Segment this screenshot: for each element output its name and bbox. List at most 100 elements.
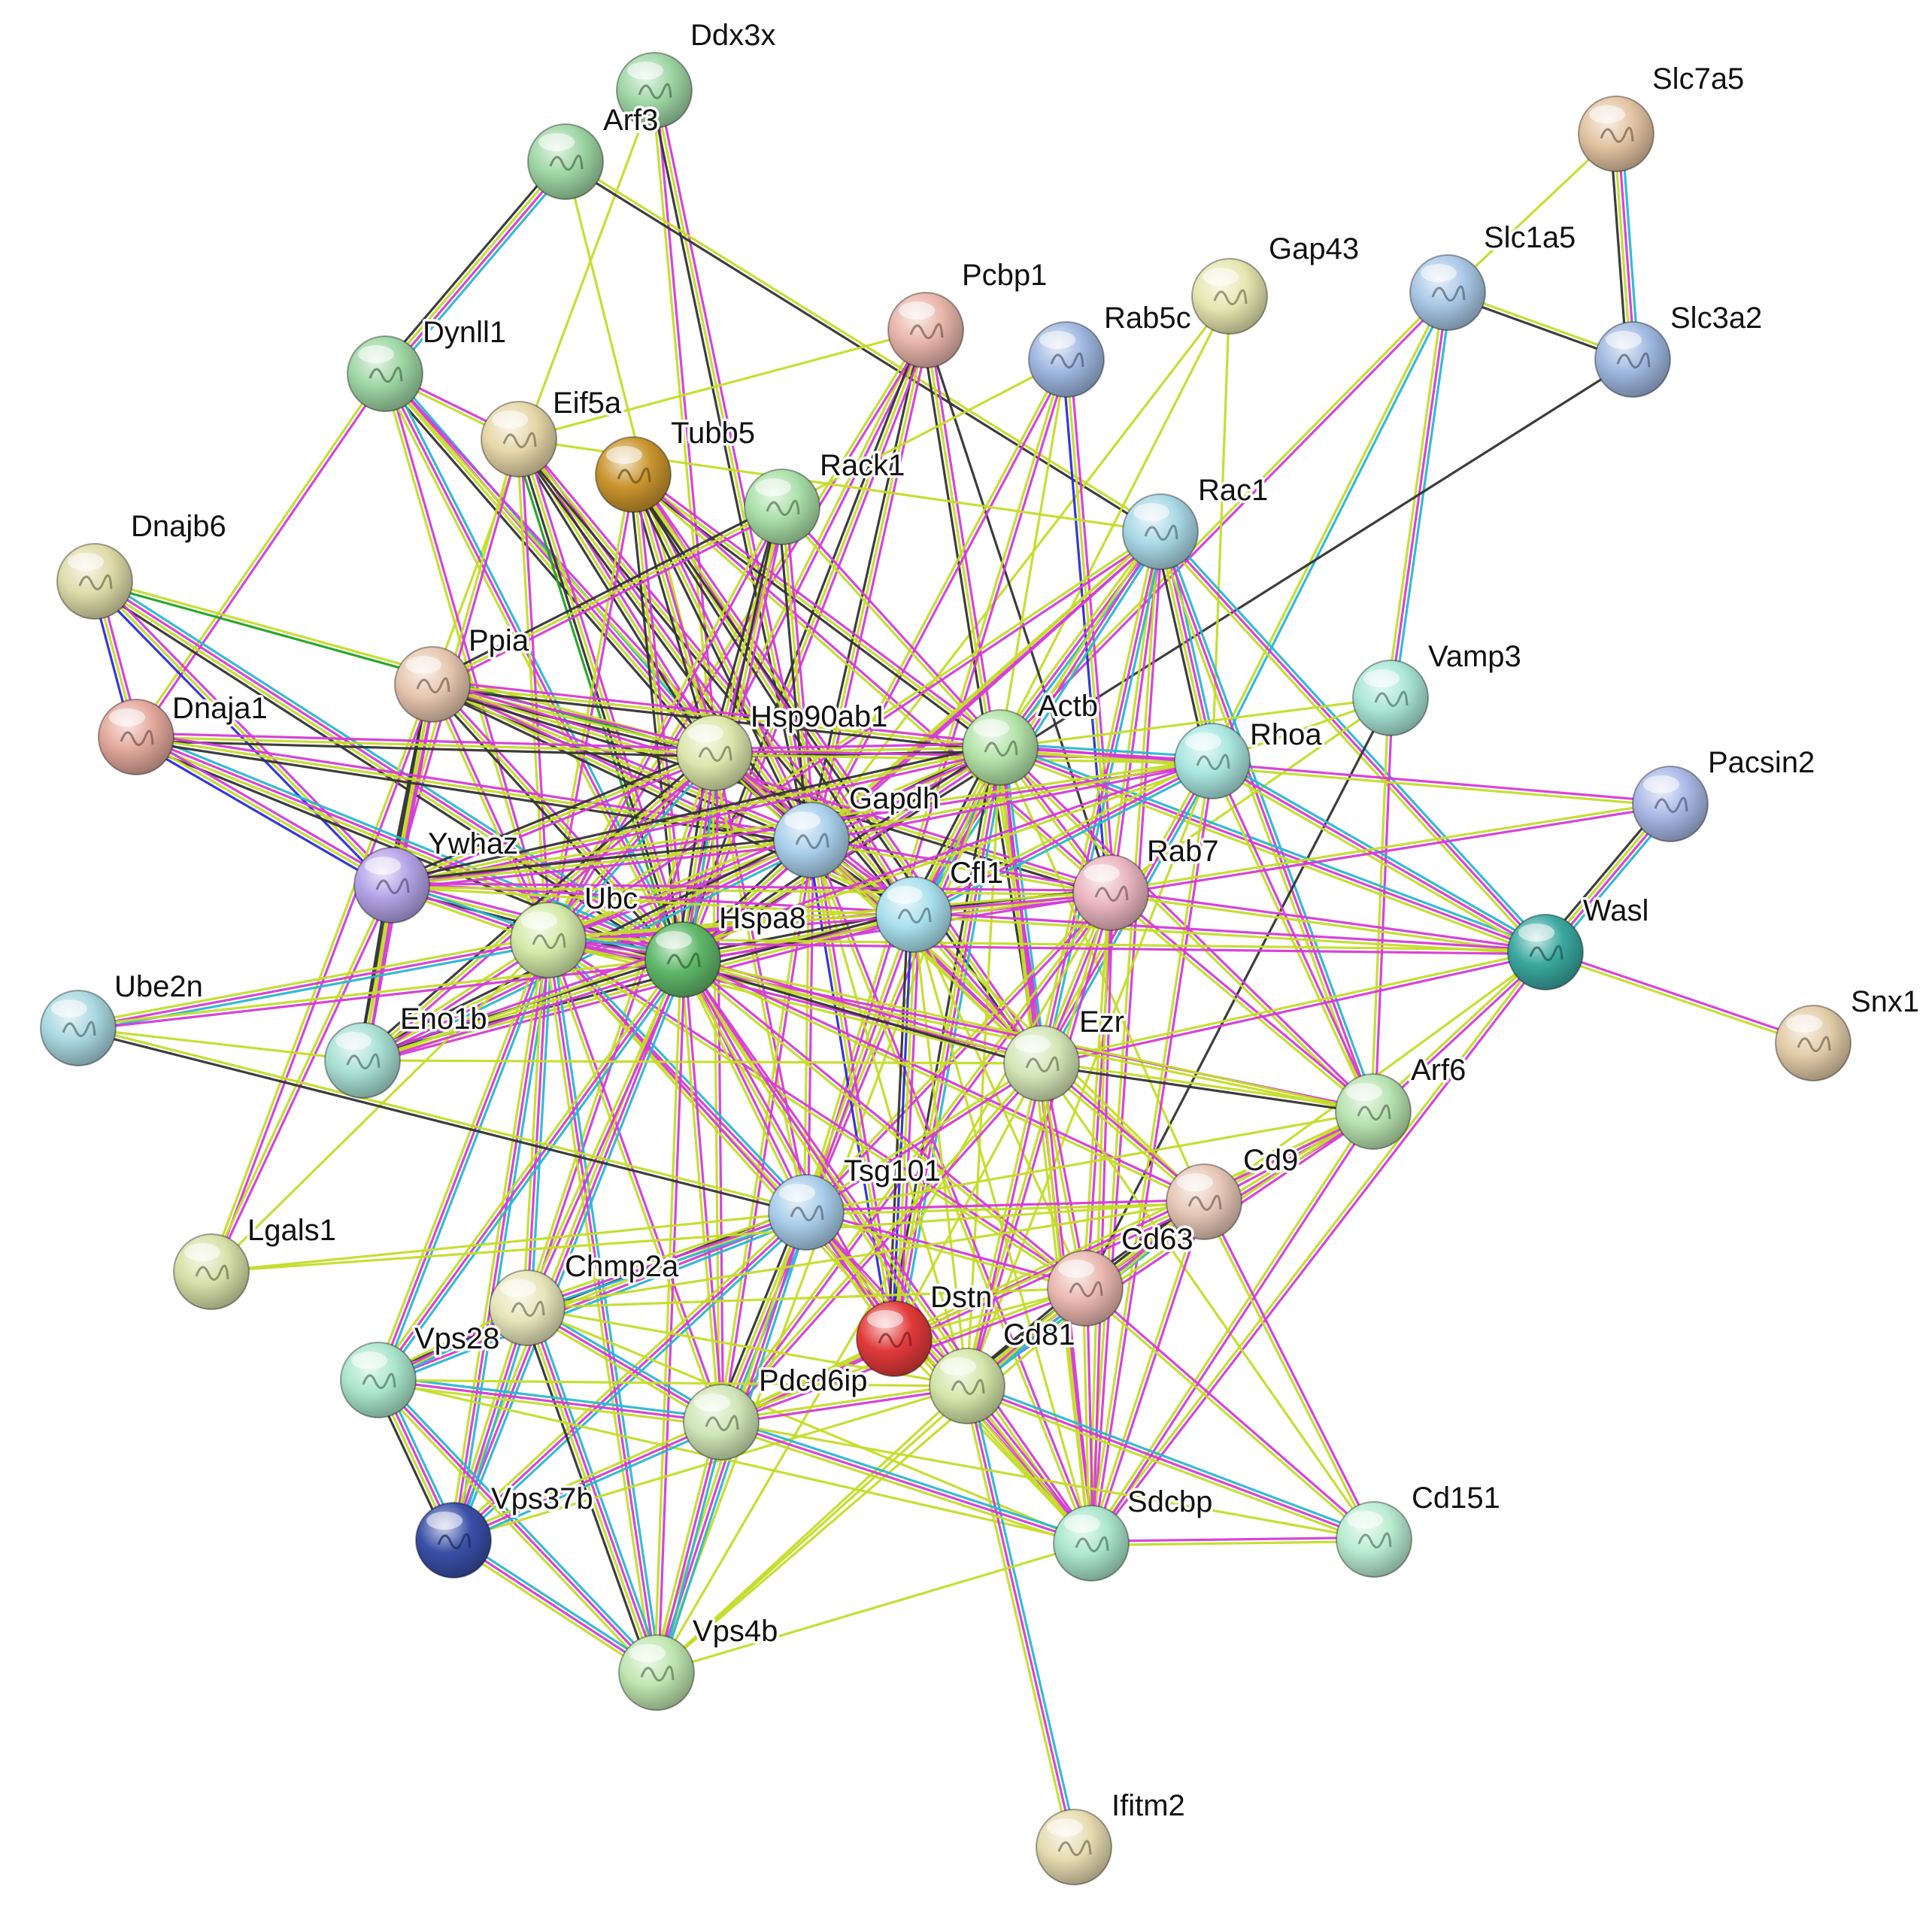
edge-dstn-sdcbp[interactable] bbox=[893, 1337, 1093, 1545]
edge-actb-ywhaz[interactable] bbox=[390, 742, 1002, 890]
node-rab5c[interactable]: Rab5c bbox=[1028, 299, 1193, 398]
edge-rab5c-actb[interactable] bbox=[999, 359, 1068, 748]
edge-pacsin2-rab7[interactable] bbox=[1110, 800, 1671, 896]
edge-arf6-sdcbp[interactable] bbox=[1088, 1109, 1376, 1545]
edge-lgals1-cd9[interactable] bbox=[211, 1200, 1205, 1273]
edge-pdcd6ip-vps4b[interactable] bbox=[651, 1421, 726, 1674]
node-vamp3[interactable]: Vamp3 bbox=[1352, 638, 1524, 736]
edge-sdcbp-cd151[interactable] bbox=[1090, 1536, 1375, 1547]
edge-ubc-pdcd6ip[interactable] bbox=[545, 939, 724, 1424]
edge-rack1-gapdh[interactable] bbox=[777, 506, 817, 841]
edge-rab5c-rack1[interactable] bbox=[781, 358, 1067, 508]
node-gapdh[interactable]: Gapdh bbox=[773, 780, 942, 878]
node-ddx3x[interactable]: Ddx3x bbox=[616, 17, 778, 129]
node-cfl1[interactable]: Cfl1 bbox=[875, 854, 1006, 953]
node-ywhaz[interactable]: Ywhaz bbox=[353, 825, 521, 924]
edge-ddx3x-ppia[interactable] bbox=[431, 89, 656, 685]
edge-actb-pacsin2[interactable] bbox=[999, 744, 1671, 808]
edge-ube2n-tsg101[interactable] bbox=[77, 1024, 808, 1216]
node-tubb5[interactable]: Tubb5 bbox=[595, 414, 757, 513]
edge-vps28-vps4b[interactable] bbox=[375, 1376, 660, 1676]
edge-tsg101-lgals1[interactable] bbox=[211, 1211, 807, 1273]
node-vps4b[interactable]: Vps4b bbox=[618, 1612, 781, 1711]
edge-dynll1-dnaja1[interactable] bbox=[133, 372, 388, 739]
edge-ube2n-eno1b[interactable] bbox=[77, 1027, 363, 1062]
edge-cd81-cd151[interactable] bbox=[965, 1381, 1376, 1545]
node-rac1[interactable]: Rac1 bbox=[1122, 472, 1271, 570]
edge-hspa8-ube2n[interactable] bbox=[77, 956, 684, 1032]
node-gap43[interactable]: Gap43 bbox=[1191, 230, 1362, 335]
node-eno1b[interactable]: Eno1b bbox=[324, 1000, 490, 1099]
edge-ezr-cd151[interactable] bbox=[1040, 1063, 1375, 1540]
edge-eno1b-rhoa[interactable] bbox=[361, 758, 1214, 1063]
node-vps28[interactable]: Vps28 bbox=[340, 1320, 502, 1418]
edge-ubc-cd63[interactable] bbox=[546, 937, 1087, 1291]
edge-vps28-sdcbp[interactable] bbox=[378, 1379, 1092, 1545]
edge-ezr-cd81[interactable] bbox=[963, 1063, 1045, 1387]
edge-eif5a-ubc[interactable] bbox=[515, 438, 552, 941]
edge-arf6-tsg101[interactable] bbox=[805, 1110, 1374, 1214]
edge-hspa8-vps28[interactable] bbox=[374, 957, 687, 1383]
edge-cd81-pdcd6ip[interactable] bbox=[720, 1382, 968, 1426]
edge-gapdh-sdcbp[interactable] bbox=[808, 839, 1094, 1545]
edge-hsp90ab1-chmp2a[interactable] bbox=[524, 751, 717, 1309]
edge-gapdh-ywhaz[interactable] bbox=[391, 835, 812, 890]
edge-pcbp1-rab7[interactable] bbox=[924, 329, 1112, 893]
node-wasl[interactable]: Wasl bbox=[1507, 892, 1651, 990]
edge-slc7a5-slc3a2[interactable] bbox=[1609, 133, 1640, 360]
edge-cd81-vps4b[interactable] bbox=[655, 1385, 969, 1674]
edge-chmp2a-cd63[interactable] bbox=[526, 1287, 1086, 1309]
node-pdcd6ip[interactable]: Pdcd6ip bbox=[683, 1362, 870, 1460]
node-pacsin2[interactable]: Pacsin2 bbox=[1632, 744, 1818, 842]
node-slc3a2[interactable]: Slc3a2 bbox=[1594, 299, 1765, 398]
edge-ywhaz-lgals1[interactable] bbox=[208, 884, 395, 1273]
edge-hspa8-pdcd6ip[interactable] bbox=[679, 959, 725, 1423]
edge-arf6-pdcd6ip[interactable] bbox=[720, 1109, 1375, 1425]
edge-ezr-pdcd6ip[interactable] bbox=[718, 1061, 1045, 1424]
edge-sdcbp-vps4b[interactable] bbox=[656, 1542, 1092, 1674]
node-rhoa[interactable]: Rhoa bbox=[1174, 716, 1325, 799]
edge-wasl-sdcbp[interactable] bbox=[1088, 950, 1548, 1545]
edge-cd9-sdcbp[interactable] bbox=[1088, 1200, 1207, 1545]
edge-rac1-gapdh[interactable] bbox=[809, 529, 1163, 843]
node-pcbp1[interactable]: Pcbp1 bbox=[887, 256, 1050, 369]
node-slc1a5[interactable]: Slc1a5 bbox=[1409, 219, 1579, 331]
edge-dnaja1-ywhaz[interactable] bbox=[133, 733, 395, 890]
node-snx1[interactable]: Snx1 bbox=[1775, 983, 1922, 1081]
edge-hspa8-cd63[interactable] bbox=[681, 957, 1087, 1291]
node-dnaja1[interactable]: Dnaja1 bbox=[98, 690, 270, 775]
node-chmp2a[interactable]: Chmp2a bbox=[489, 1248, 681, 1346]
edge-hsp90ab1-ywhaz[interactable] bbox=[390, 748, 717, 890]
edge-hspa8-vps4b[interactable] bbox=[653, 959, 687, 1673]
edge-vamp3-cd63[interactable] bbox=[1084, 697, 1392, 1289]
edge-eno1b-ezr[interactable] bbox=[362, 1059, 1042, 1065]
edge-rab7-cd63[interactable] bbox=[1081, 892, 1115, 1289]
edge-eif5a-gapdh[interactable] bbox=[514, 435, 816, 844]
edge-wasl-snx1[interactable] bbox=[1544, 949, 1815, 1046]
edge-chmp2a-vps37b[interactable] bbox=[448, 1306, 532, 1542]
edge-hsp90ab1-pdcd6ip[interactable] bbox=[711, 752, 725, 1423]
edge-cd81-ifitm2[interactable] bbox=[962, 1385, 1079, 1849]
edge-rhoa-gapdh[interactable] bbox=[811, 757, 1213, 844]
node-ubc[interactable]: Ubc bbox=[510, 880, 641, 978]
edge-chmp2a-vps4b[interactable] bbox=[520, 1305, 663, 1676]
edge-arf3-dynll1[interactable] bbox=[379, 156, 572, 379]
node-arf6[interactable]: Arf6 bbox=[1335, 1051, 1469, 1150]
edge-rab7-wasl[interactable] bbox=[1110, 889, 1546, 956]
node-dnajb6[interactable]: Dnajb6 bbox=[56, 508, 229, 620]
node-tsg101[interactable]: Tsg101 bbox=[768, 1152, 943, 1251]
node-actb[interactable]: Actb bbox=[962, 687, 1101, 786]
edge-tsg101-cd81[interactable] bbox=[803, 1210, 970, 1388]
edge-cd9-cd151[interactable] bbox=[1201, 1200, 1377, 1541]
edge-vps28-cd81[interactable] bbox=[378, 1379, 968, 1388]
node-arf3[interactable]: Arf3 bbox=[527, 102, 661, 200]
edge-vps28-pdcd6ip[interactable] bbox=[378, 1375, 722, 1427]
node-slc7a5[interactable]: Slc7a5 bbox=[1578, 60, 1747, 172]
edge-actb-cd9[interactable] bbox=[999, 747, 1206, 1203]
edge-ezr-tsg101[interactable] bbox=[804, 1060, 1044, 1215]
edge-pdcd6ip-vps37b[interactable] bbox=[451, 1417, 723, 1545]
edge-ezr-dstn[interactable] bbox=[893, 1063, 1043, 1339]
node-dstn[interactable]: Dstn bbox=[856, 1279, 995, 1377]
edge-hspa8-cd9[interactable] bbox=[681, 957, 1206, 1205]
edge-hspa8-tsg101[interactable] bbox=[680, 958, 809, 1214]
